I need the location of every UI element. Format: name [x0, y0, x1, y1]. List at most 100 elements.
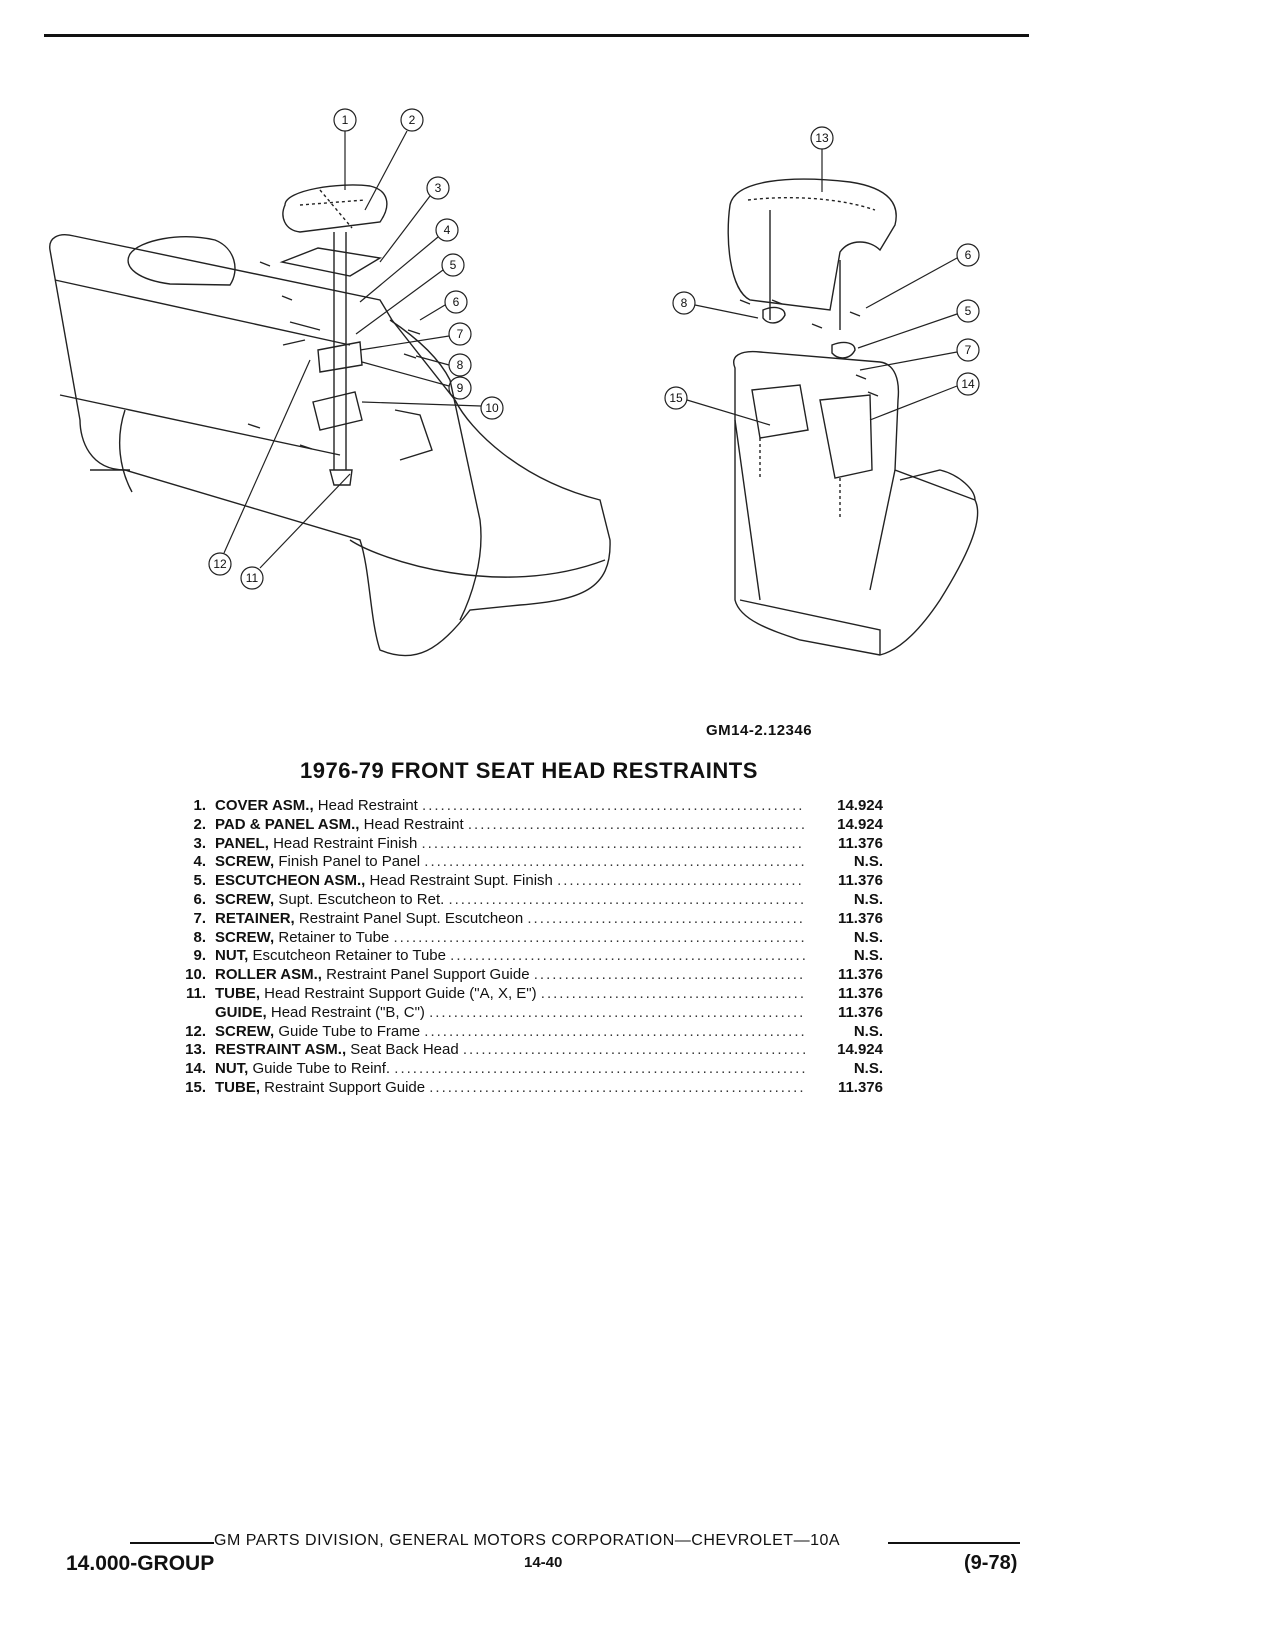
part-row: 8. SCREW, Retainer to Tube ..............… [168, 929, 928, 948]
dot-leader: ........................................… [421, 834, 805, 852]
part-row: 2.PAD & PANEL ASM., Head Restraint .....… [168, 816, 928, 835]
part-name: NUT, [215, 947, 249, 965]
part-row: 12.SCREW, Guide Tube to Frame ..........… [168, 1023, 928, 1042]
part-description: NUT, Guide Tube to Reinf. ..............… [215, 1060, 805, 1077]
callout-7b: 7 [859, 338, 980, 371]
part-detail: Head Restraint Finish [273, 834, 418, 852]
callout-5: 5 [355, 253, 465, 335]
part-row: 9. NUT, Escutcheon Retainer to Tube .....… [168, 947, 928, 966]
part-name: SCREW, [215, 928, 275, 946]
svg-text:10: 10 [485, 401, 499, 415]
part-detail: Head Restraint ("B, C") [270, 1003, 425, 1021]
figure-id: GM14-2.12346 [706, 722, 813, 739]
svg-text:7: 7 [965, 343, 972, 357]
part-detail: Head Restraint [363, 815, 464, 833]
part-detail: Head Restraint Supt. Finish [369, 872, 553, 890]
part-number: 10. [185, 966, 206, 984]
part-row: 3. PANEL, Head Restraint Finish .........… [168, 835, 928, 854]
group-code: N.S. [853, 853, 883, 871]
page-title: 1976-79 FRONT SEAT HEAD RESTRAINTS [300, 758, 758, 783]
svg-text:5: 5 [965, 304, 972, 318]
part-description: COVER ASM., Head Restraint .............… [215, 797, 805, 814]
part-name: SCREW, [215, 853, 275, 871]
part-detail: Guide Tube to Frame [278, 1022, 421, 1040]
part-name: ESCUTCHEON ASM., [215, 872, 366, 890]
part-number: 6. [193, 890, 206, 908]
part-name: PAD & PANEL ASM., [215, 815, 360, 833]
group-code: N.S. [853, 890, 883, 908]
dot-leader: ........................................… [393, 928, 805, 946]
dot-leader: ........................................… [533, 966, 805, 984]
part-row: 4. SCREW, Finish Panel to Panel .........… [168, 853, 928, 872]
part-detail: Retainer to Tube [278, 928, 390, 946]
part-detail: Supt. Escutcheon to Ret. [278, 890, 445, 908]
part-number: 9. [193, 947, 206, 965]
group-code: 11.376 [837, 909, 883, 927]
dot-leader: ........................................… [424, 1022, 805, 1040]
group-code: N.S. [853, 1060, 883, 1078]
part-name: PANEL, [215, 834, 269, 852]
part-description: NUT, Escutcheon Retainer to Tube .......… [215, 947, 805, 964]
dot-leader: ........................................… [527, 909, 805, 927]
part-name: GUIDE, [215, 1003, 267, 1021]
footer-date: (9-78) [964, 1552, 1018, 1574]
part-description: RETAINER, Restraint Panel Supt. Escutche… [215, 910, 805, 927]
part-name: SCREW, [215, 1022, 275, 1040]
callout-11: 11 [240, 473, 351, 590]
part-description: RESTRAINT ASM., Seat Back Head .........… [215, 1041, 805, 1058]
svg-text:7: 7 [457, 327, 464, 341]
part-name: NUT, [215, 1060, 249, 1078]
part-detail: Restraint Panel Support Guide [326, 966, 530, 984]
svg-text:5: 5 [450, 258, 457, 272]
group-code: 11.376 [837, 984, 883, 1002]
part-description: TUBE, Head Restraint Support Guide ("A, … [215, 985, 805, 1002]
dot-leader: ........................................… [429, 1003, 805, 1021]
group-code: 14.924 [837, 815, 883, 833]
svg-text:6: 6 [453, 295, 460, 309]
group-code: 11.376 [837, 1003, 883, 1021]
part-description: ROLLER ASM., Restraint Panel Support Gui… [215, 966, 805, 983]
part-detail: Restraint Panel Supt. Escutcheon [298, 909, 524, 927]
svg-text:14: 14 [961, 377, 975, 391]
part-number: 14. [185, 1060, 206, 1078]
part-number: 15. [185, 1078, 206, 1096]
group-code: 11.376 [837, 966, 883, 984]
footer-rule-left [130, 1542, 214, 1544]
part-name: COVER ASM., [215, 797, 314, 814]
callout-balloons: 1 2 3 4 5 6 7 8 9 10 11 12 13 6 8 5 7 14… [208, 108, 980, 590]
part-detail: Finish Panel to Panel [278, 853, 421, 871]
svg-text:15: 15 [669, 391, 683, 405]
part-number: 7. [193, 909, 206, 927]
group-code: 11.376 [837, 1078, 883, 1096]
part-detail: Head Restraint Support Guide ("A, X, E") [264, 984, 537, 1002]
dot-leader: ........................................… [394, 1060, 805, 1078]
part-name: TUBE, [215, 984, 260, 1002]
part-detail: Restraint Support Guide [264, 1078, 426, 1096]
svg-text:8: 8 [457, 358, 464, 372]
group-code: N.S. [853, 928, 883, 946]
dot-leader: ........................................… [557, 872, 805, 890]
dot-leader: ........................................… [422, 797, 805, 814]
part-description: ESCUTCHEON ASM., Head Restraint Supt. Fi… [215, 872, 805, 889]
footer-rule-right [888, 1542, 1020, 1544]
part-row: 1. COVER ASM., Head Restraint ...........… [168, 797, 928, 816]
part-description: GUIDE, Head Restraint ("B, C") .........… [215, 1004, 805, 1021]
callout-1: 1 [333, 108, 357, 190]
part-description: SCREW, Finish Panel to Panel ...........… [215, 853, 805, 870]
group-code: 14.924 [837, 797, 883, 814]
callout-3: 3 [379, 176, 450, 263]
part-number: 5. [193, 872, 206, 890]
part-number: 1. [193, 797, 206, 814]
callout-5b: 5 [857, 299, 980, 349]
parts-list: 1. COVER ASM., Head Restraint ...........… [168, 797, 928, 1098]
part-number: 3. [193, 834, 206, 852]
part-number: 4. [193, 853, 206, 871]
part-row: 14. NUT, Guide Tube to Reinf. ...........… [168, 1060, 928, 1079]
group-code: 11.376 [837, 872, 883, 890]
part-row: 15.TUBE, Restraint Support Guide .......… [168, 1079, 928, 1098]
callout-7: 7 [359, 322, 472, 351]
part-name: TUBE, [215, 1078, 260, 1096]
svg-text:12: 12 [213, 557, 227, 571]
part-number: 8. [193, 928, 206, 946]
callout-2: 2 [364, 108, 424, 211]
